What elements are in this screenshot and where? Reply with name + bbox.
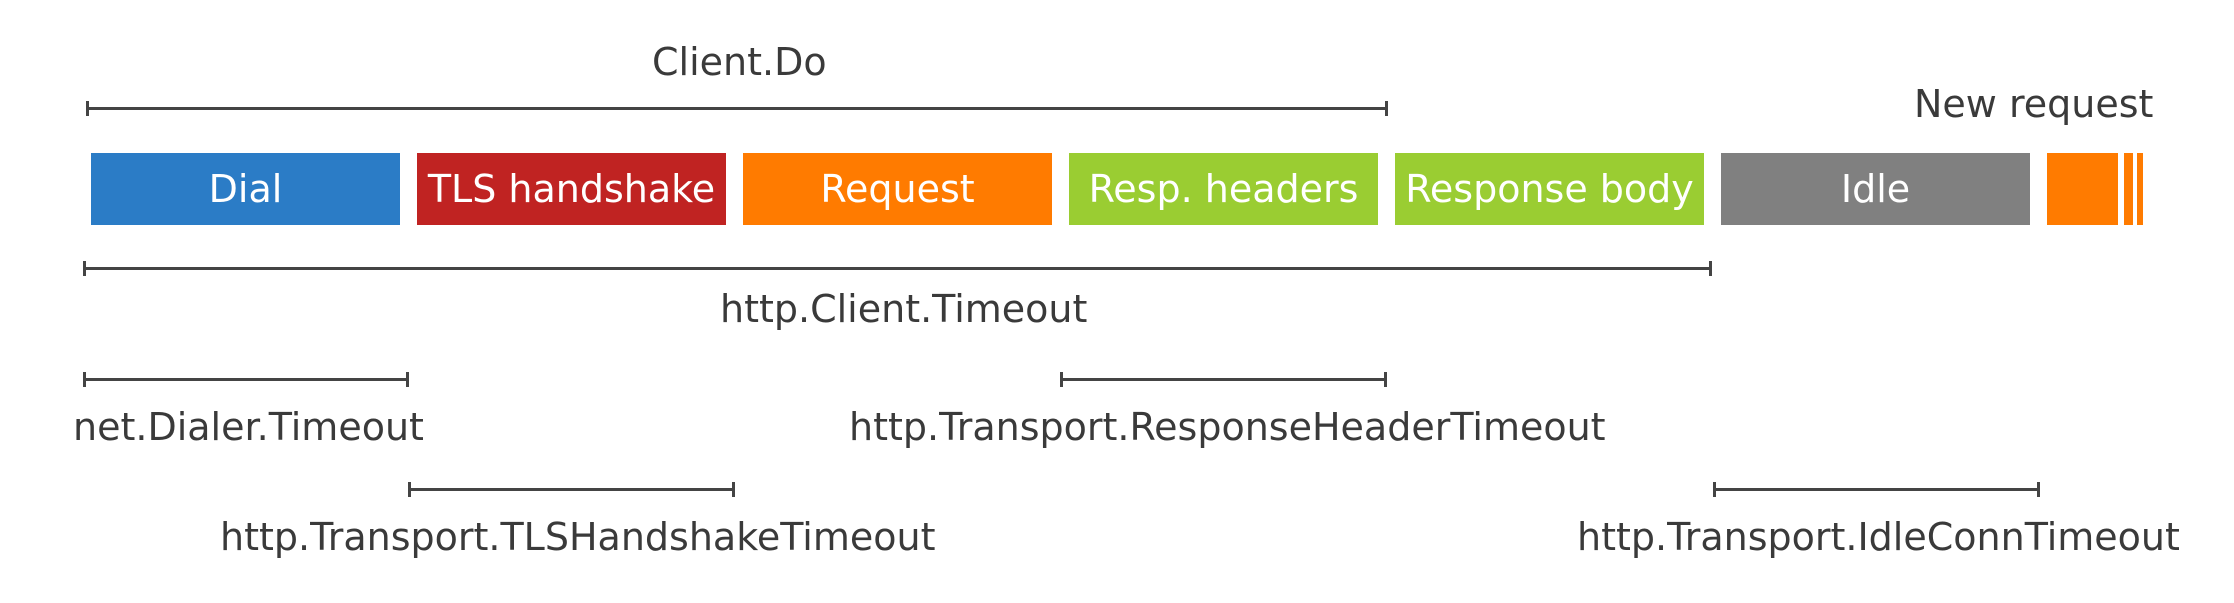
new-request-stripe-1 [2124, 153, 2133, 225]
client-timeout-bracket [83, 261, 1712, 276]
tls-handshake-timeout-bracket [408, 482, 735, 497]
phase-resp-headers: Resp. headers [1069, 153, 1378, 225]
client-do-label: Client.Do [652, 40, 827, 84]
idle-conn-timeout-bracket [1713, 482, 2040, 497]
tls-handshake-timeout-label: http.Transport.TLSHandshakeTimeout [220, 515, 936, 559]
response-header-timeout-label: http.Transport.ResponseHeaderTimeout [849, 405, 1606, 449]
idle-conn-timeout-label: http.Transport.IdleConnTimeout [1577, 515, 2180, 559]
client-timeout-label: http.Client.Timeout [720, 287, 1088, 331]
new-request-stripe-2 [2137, 153, 2143, 225]
response-header-timeout-bracket [1060, 372, 1387, 387]
new-request-block [2047, 153, 2118, 225]
phase-response-body: Response body [1395, 153, 1704, 225]
new-request-label: New request [1914, 82, 2154, 126]
client-do-bracket [86, 101, 1388, 116]
phase-dial: Dial [91, 153, 400, 225]
phase-request: Request [743, 153, 1052, 225]
dialer-timeout-bracket [83, 372, 409, 387]
dialer-timeout-label: net.Dialer.Timeout [73, 405, 424, 449]
phase-idle: Idle [1721, 153, 2030, 225]
phase-tls-handshake: TLS handshake [417, 153, 726, 225]
